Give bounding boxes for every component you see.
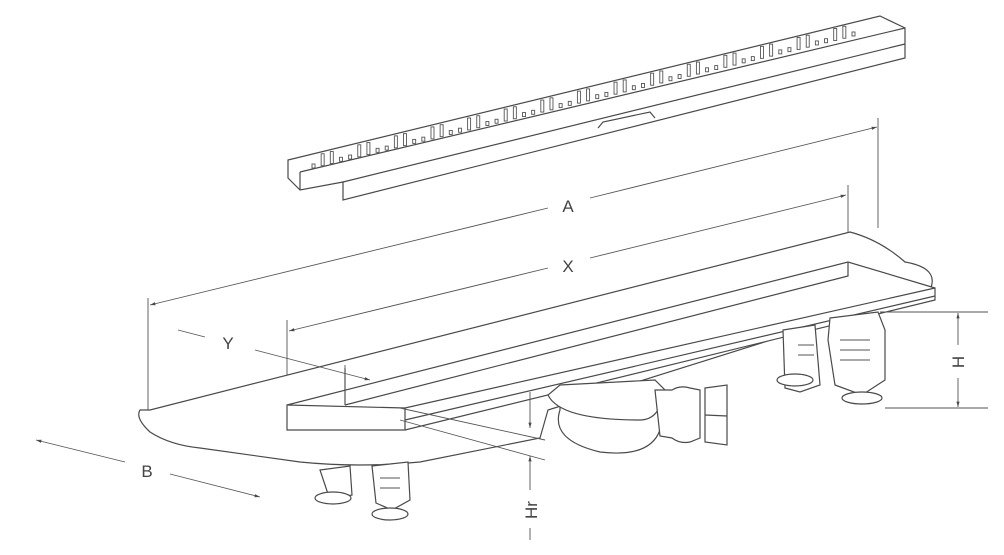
grate-slot: [540, 99, 545, 113]
grate-slot: [595, 94, 600, 100]
grate-slot: [613, 81, 618, 95]
grate-slot: [686, 63, 691, 77]
label-b: B: [141, 462, 152, 481]
grate-slot: [714, 65, 719, 71]
dimension-y: [177, 329, 371, 405]
grate-slot: [522, 112, 526, 117]
grate-slot: [604, 91, 609, 97]
adjustable-feet: [314, 311, 886, 521]
grate-slot: [695, 61, 700, 75]
grate-slot: [723, 54, 728, 68]
grate-slot: [549, 97, 554, 111]
grate-slot: [814, 40, 819, 46]
grate-slot: [659, 70, 664, 84]
grate-slot: [311, 163, 316, 169]
grate-slot: [329, 151, 334, 164]
label-hr: Hr: [522, 501, 541, 519]
dimension-b: [35, 439, 261, 498]
grate-slot: [805, 34, 810, 48]
grate-slot: [476, 115, 481, 129]
grate-slot: [357, 144, 362, 158]
label-x: X: [562, 257, 573, 276]
grate-slot: [631, 85, 636, 91]
grate-slot: [320, 153, 325, 167]
grate-slot: [842, 25, 847, 39]
grate-slot: [567, 100, 572, 106]
grate-slot: [467, 117, 472, 131]
grate-slot: [384, 145, 389, 151]
label-a: A: [562, 197, 574, 216]
grate-slot: [339, 156, 343, 162]
grate-slot: [403, 133, 407, 147]
grate-slot: [778, 49, 783, 55]
dimension-a: [147, 118, 879, 412]
grate-slot: [430, 126, 435, 140]
grate-slot: [348, 154, 353, 160]
grate-slot: [769, 43, 774, 57]
grate-slot: [512, 106, 517, 120]
grate-slot: [457, 127, 462, 133]
grate-slot: [448, 129, 453, 135]
grate-slot: [366, 142, 371, 156]
dimension-h: [880, 311, 988, 409]
grate-slot: [833, 28, 838, 41]
grate-slot: [412, 138, 417, 144]
grate-slot: [576, 90, 581, 104]
grate-slot: [851, 31, 856, 37]
dimension-hr: [399, 392, 546, 540]
label-y: Y: [222, 334, 233, 353]
grate-slot: [732, 52, 737, 66]
grate-slot: [586, 88, 591, 102]
grate-slot: [787, 47, 792, 53]
grate-slot: [760, 45, 764, 59]
grate-slot: [750, 56, 755, 62]
grate-slot: [375, 147, 380, 153]
grate-slot: [421, 136, 426, 142]
grate-slot: [741, 58, 746, 64]
grate-slot: [558, 103, 563, 109]
grate-slot: [393, 135, 398, 149]
grate-slot: [650, 72, 655, 86]
grate-cover: [287, 15, 906, 201]
grate-slot: [824, 38, 828, 44]
grate-slot: [641, 83, 645, 88]
label-h: H: [949, 356, 968, 368]
siphon-outlet: [547, 379, 728, 454]
grate-slot: [668, 76, 673, 82]
grate-slot: [705, 67, 710, 73]
grate-slot: [677, 74, 682, 79]
grate-slot: [503, 108, 508, 122]
grate-slot: [485, 121, 490, 126]
grate-slot: [494, 118, 499, 124]
grate-slot: [796, 36, 801, 50]
grate-slot: [622, 79, 627, 93]
grate-slots: [311, 25, 856, 169]
grate-slot: [531, 109, 536, 115]
grate-slot: [439, 124, 444, 138]
